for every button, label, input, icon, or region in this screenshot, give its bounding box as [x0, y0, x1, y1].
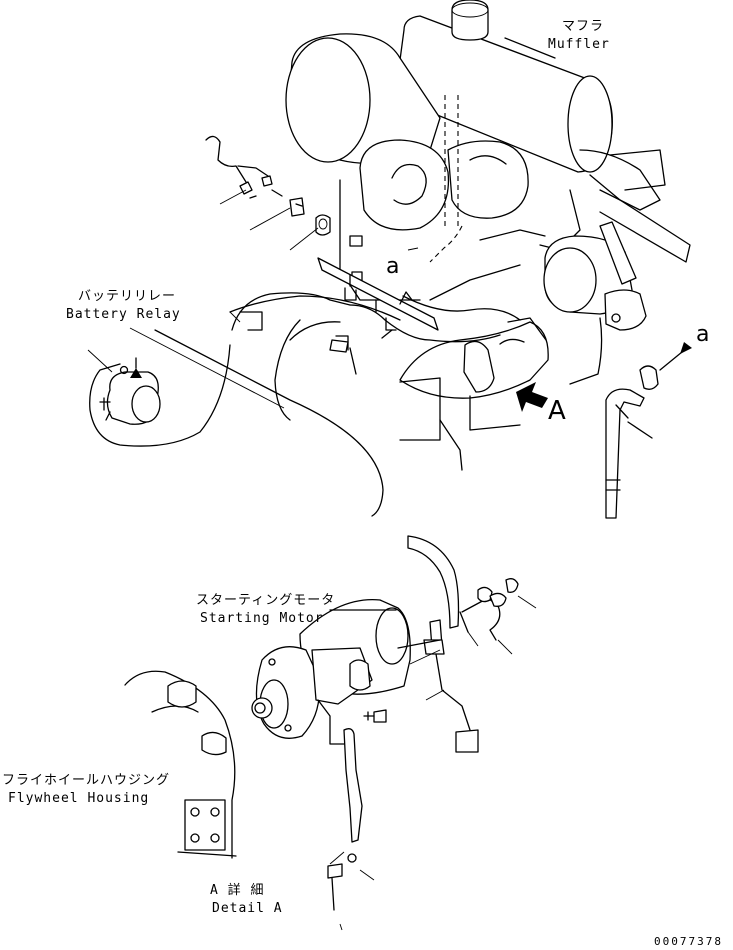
flywheel-housing-label-en: Flywheel Housing	[8, 791, 150, 806]
intake-dash-pipe	[429, 95, 463, 263]
flywheel-housing-upper	[154, 295, 401, 517]
alternator	[543, 221, 647, 331]
drawing-number: 00077378	[654, 935, 723, 948]
starting-motor-label-jp: スターティングモータ	[196, 593, 336, 608]
view-arrow-a	[516, 382, 548, 412]
ground-cable	[327, 709, 387, 911]
leader-lines-upper	[87, 189, 419, 409]
starting-motor-label-en: Starting Motor	[200, 611, 324, 626]
detail-a-label-en: Detail A	[212, 901, 283, 916]
battery-relay-label-jp: バッテリリレー	[78, 289, 177, 304]
turbocharger	[359, 139, 529, 231]
view-mark-a: A	[548, 396, 566, 426]
air-cleaner	[285, 33, 441, 164]
starting-motor-detail	[251, 598, 411, 745]
muffler-label-en: Muffler	[548, 37, 610, 52]
connector-mark-a-right: a	[696, 322, 710, 347]
leader-lines-lower	[329, 595, 537, 931]
battery-relay-label-en: Battery Relay	[66, 307, 181, 322]
flywheel-housing-detail	[124, 670, 237, 859]
connector-mark-a-upper: a	[386, 254, 400, 279]
detail-cables	[397, 535, 519, 753]
muffler-label-jp: マフラ	[562, 19, 605, 34]
harness-clamps	[329, 291, 413, 375]
muffler	[399, 0, 613, 173]
main-harness	[89, 292, 603, 447]
relay-small-parts	[205, 135, 331, 331]
battery-relay	[99, 357, 161, 425]
starter-installed	[399, 317, 549, 471]
harness-bracket-rail	[317, 257, 439, 331]
side-cable-assembly	[605, 342, 692, 519]
flywheel-housing-label-jp: フライホイールハウジング	[2, 773, 171, 788]
detail-a-label-jp: A 詳 細	[210, 883, 265, 898]
